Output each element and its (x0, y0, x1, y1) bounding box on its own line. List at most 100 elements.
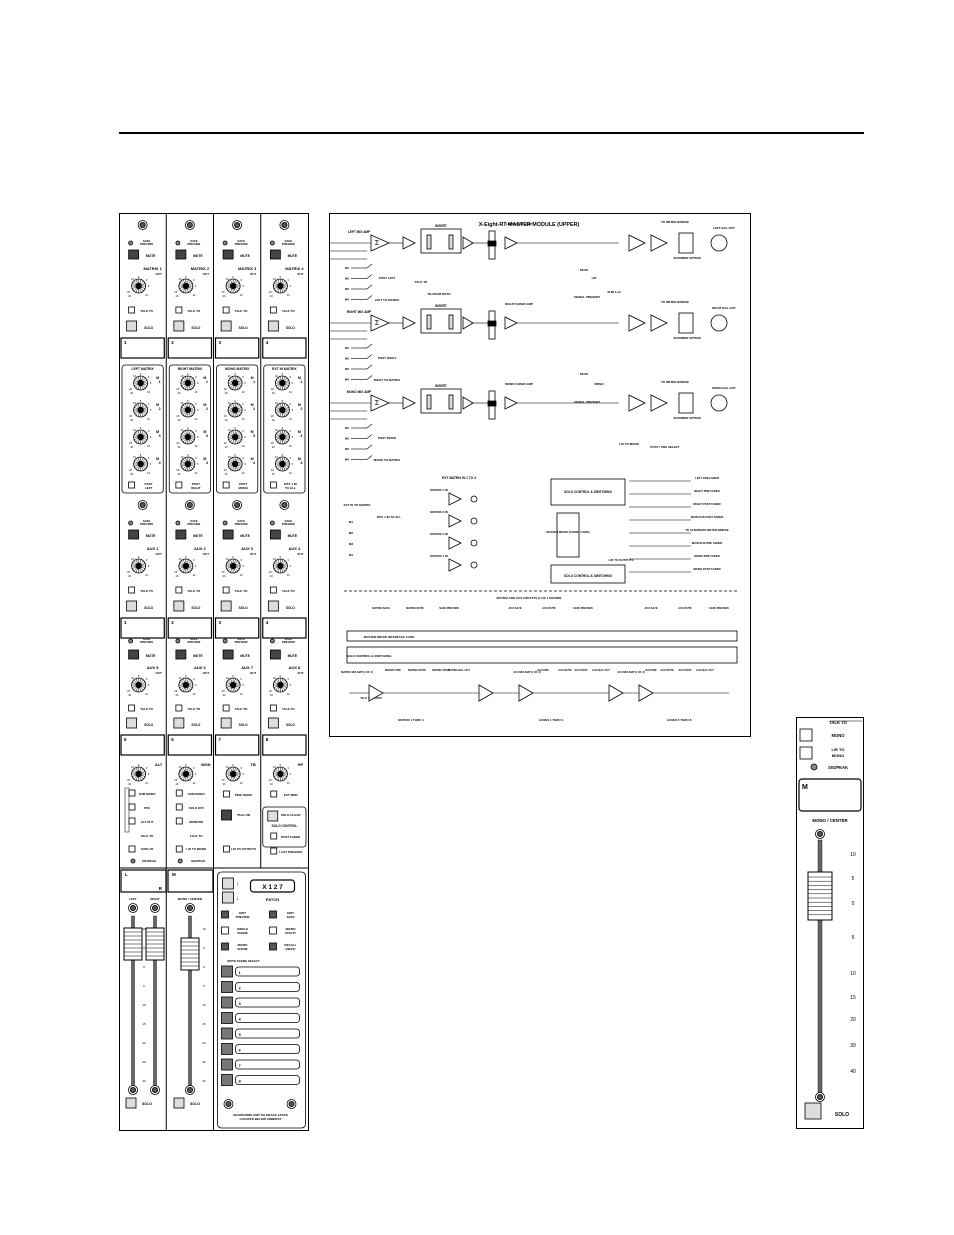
wire (366, 444, 373, 450)
ext-mon-button[interactable] (270, 790, 278, 798)
knob-rib (134, 461, 138, 464)
matrix-post-button[interactable] (222, 481, 230, 489)
function-button[interactable] (269, 942, 277, 951)
matrix-panel-title: MONO MATRIX (225, 367, 250, 371)
col2-lr-button[interactable] (175, 845, 183, 853)
solo-button[interactable] (173, 600, 185, 612)
patch-up-button[interactable] (222, 877, 234, 890)
scene-button[interactable] (221, 1027, 233, 1040)
mute-button[interactable] (175, 649, 187, 660)
knob-rib (179, 563, 184, 566)
talk-to-button[interactable] (175, 586, 183, 594)
knob-rib (283, 403, 286, 408)
col1-button[interactable] (128, 817, 136, 825)
knob-rib (282, 687, 286, 691)
function-button[interactable] (221, 926, 229, 935)
lr-to-outputs-button[interactable] (223, 845, 230, 853)
mute-button[interactable] (222, 649, 234, 660)
solo-button[interactable] (220, 320, 232, 332)
mute-button[interactable] (222, 249, 234, 260)
mute-button[interactable] (128, 249, 140, 260)
scene-button[interactable] (221, 981, 233, 993)
function-button[interactable] (269, 910, 277, 919)
talk-to-button[interactable] (175, 704, 183, 712)
scene-button[interactable] (221, 996, 233, 1009)
m-input-label: M4 (345, 378, 349, 382)
solo-control-frame (262, 806, 307, 848)
col1-button[interactable] (128, 803, 136, 811)
patch-down-button[interactable] (222, 891, 234, 904)
function-button[interactable] (221, 910, 229, 919)
talk-to-mono-button[interactable] (799, 728, 813, 742)
mute-button[interactable] (269, 649, 281, 660)
pink-noise-button[interactable] (223, 790, 230, 798)
knob-rib (133, 776, 137, 780)
preview-label: PREVIEW (235, 242, 248, 246)
scene-button[interactable] (221, 965, 233, 978)
scene-button[interactable] (221, 1058, 233, 1071)
scene-button[interactable] (221, 1043, 233, 1055)
matrix-post-button[interactable] (175, 481, 183, 489)
function-button[interactable] (269, 926, 277, 935)
solo-button[interactable] (126, 717, 138, 729)
solo-button[interactable] (220, 600, 232, 612)
solo-button[interactable] (126, 320, 138, 332)
post-fader-button[interactable] (270, 832, 278, 840)
scene-button[interactable] (221, 1012, 233, 1024)
talk-to-button[interactable] (222, 306, 230, 314)
solo-button[interactable] (267, 600, 279, 612)
mute-button[interactable] (128, 529, 140, 540)
solo-button[interactable] (267, 320, 279, 332)
knob-scale: 5 (195, 683, 197, 687)
left-right-solo-button[interactable] (125, 1097, 137, 1109)
knob-scale: 5 (244, 462, 246, 466)
solo-button[interactable] (804, 1102, 822, 1120)
mute-button[interactable] (269, 249, 281, 260)
scene-button[interactable] (221, 1074, 233, 1086)
solo-button[interactable] (173, 320, 185, 332)
talk-to-button[interactable] (128, 306, 136, 314)
knob-scale: 40 (272, 418, 275, 422)
talk-to-button[interactable] (128, 704, 136, 712)
knob-rib (140, 280, 144, 284)
solo-label: SOLO (835, 1112, 849, 1118)
talk-to-button[interactable] (269, 586, 277, 594)
talk-to-button[interactable] (222, 586, 230, 594)
mono-solo-button[interactable] (173, 1097, 185, 1109)
mute-button[interactable] (128, 649, 140, 660)
solo-button[interactable] (220, 717, 232, 729)
mute-button[interactable] (175, 249, 187, 260)
solo-button[interactable] (126, 600, 138, 612)
function-button[interactable] (221, 942, 229, 951)
col2-button[interactable] (175, 817, 183, 825)
knob-rib (273, 771, 278, 774)
col2-button[interactable] (175, 803, 183, 811)
matrix-post-button[interactable] (128, 481, 136, 489)
col1-sum-button[interactable] (128, 845, 136, 853)
bottom-label: MATRIX PRE (385, 668, 401, 672)
last-pressed-button[interactable] (270, 847, 278, 855)
mute-scene-select-label: MUTE SCENE SELECT (227, 959, 260, 963)
talk-to-button[interactable] (175, 306, 183, 314)
talk-on-button[interactable] (221, 809, 232, 821)
solo-button[interactable] (267, 717, 279, 729)
knob-rib (236, 376, 239, 381)
function-label: EDIT (287, 911, 294, 915)
talk-to-button[interactable] (222, 704, 230, 712)
knob-scale: 5 (244, 435, 246, 439)
talk-to-button[interactable] (269, 704, 277, 712)
matrix-post-button[interactable] (269, 481, 277, 489)
mono-fader-cap[interactable] (807, 871, 833, 921)
mute-button[interactable] (222, 529, 234, 540)
col1-button[interactable] (128, 789, 136, 797)
talk-to-button[interactable] (128, 586, 136, 594)
solo-button[interactable] (173, 717, 185, 729)
safe-label: SAFE (237, 519, 245, 523)
talk-to-button[interactable] (269, 306, 277, 314)
mute-button[interactable] (269, 529, 281, 540)
col2-button[interactable] (175, 789, 183, 797)
mute-button[interactable] (175, 529, 187, 540)
lr-to-mono-button[interactable] (799, 746, 813, 760)
knob-rib (141, 430, 144, 435)
solo-clear-button[interactable] (267, 810, 279, 822)
